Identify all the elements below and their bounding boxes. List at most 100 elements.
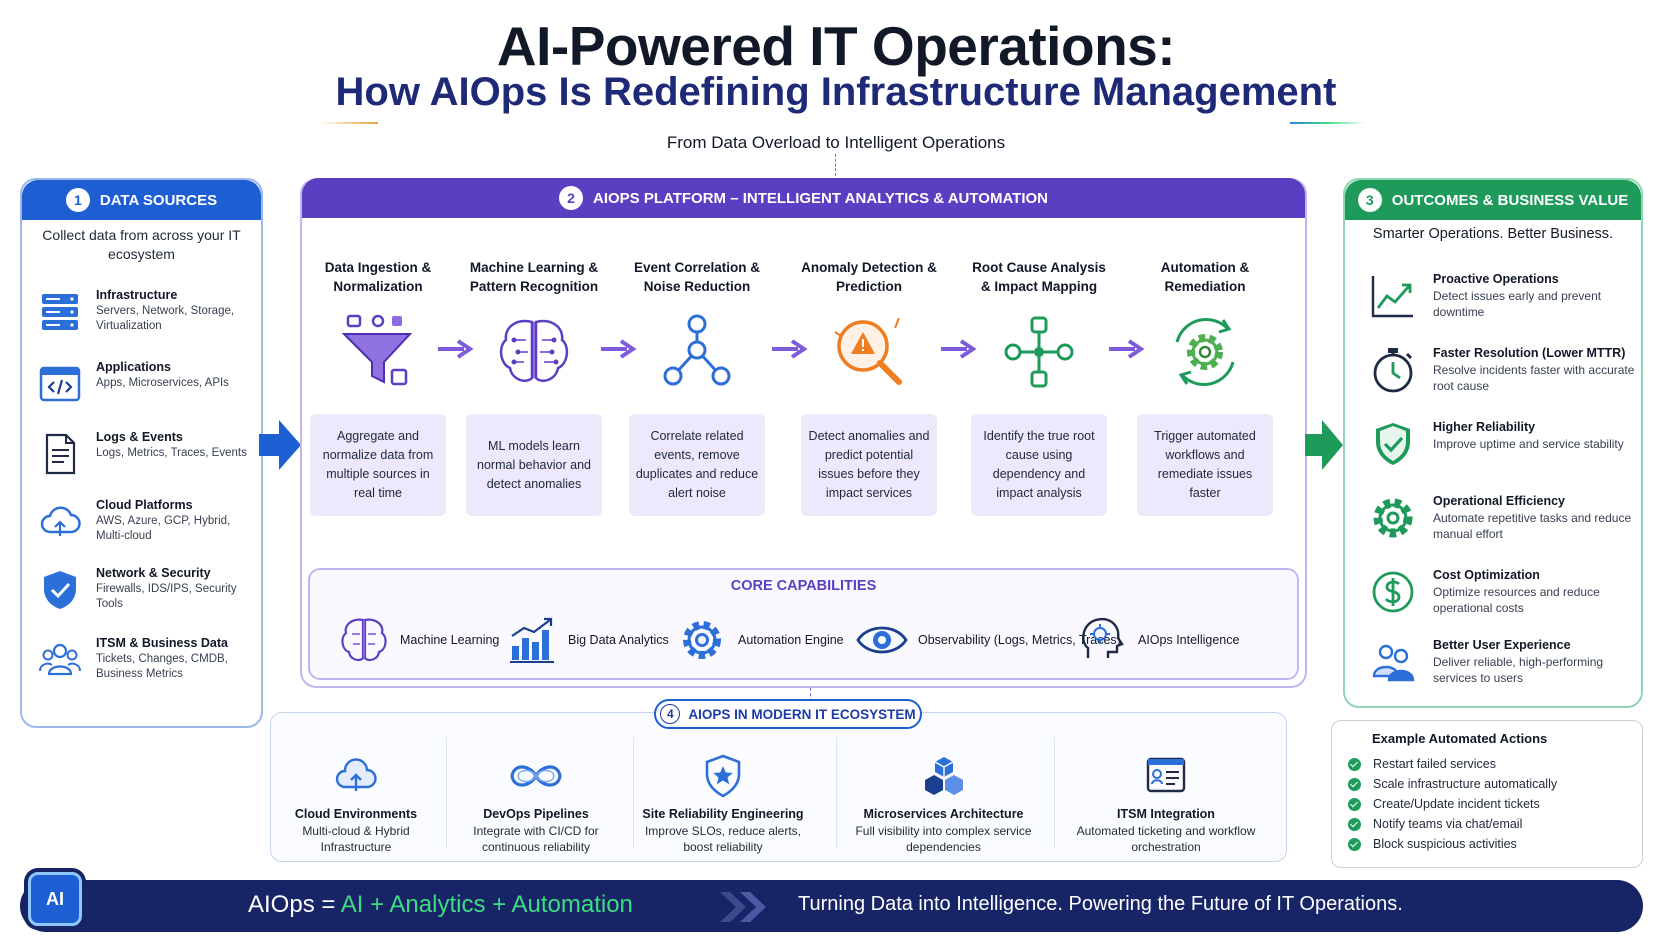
funnel-icon: [341, 314, 413, 386]
data-sources-panel: 1 DATA SOURCES Collect data from across …: [20, 178, 263, 728]
outcome-title: Cost Optimization: [1433, 568, 1540, 582]
outcome-desc: Deliver reliable, high-performing servic…: [1433, 655, 1604, 685]
stage-title: Machine Learning & Pattern Recognition: [469, 260, 599, 294]
item-title: Logs & Events: [96, 430, 183, 444]
action-label: Block suspicious activities: [1373, 837, 1517, 851]
item-desc: Servers, Network, Storage, Virtualizatio…: [96, 305, 235, 332]
dollar-icon: [1372, 571, 1414, 613]
formula-start: AIOps =: [248, 891, 336, 918]
outcome-desc: Improve uptime and service stability: [1433, 437, 1624, 451]
action-label: Notify teams via chat/email: [1373, 817, 1523, 831]
arrow-right-icon: [1109, 339, 1145, 359]
section-number: 2: [558, 186, 583, 210]
section-number: 4: [660, 704, 681, 724]
ticket-board-icon: [1146, 757, 1186, 793]
item-desc: Logs, Metrics, Traces, Events: [96, 447, 247, 459]
outcomes-panel: 3 OUTCOMES & BUSINESS VALUE Smarter Oper…: [1343, 178, 1643, 708]
ecosystem-desc: Full visibility into complex service dep…: [855, 824, 1032, 854]
stage-title: Automation & Remediation: [1160, 260, 1250, 294]
data-sources-header: 1 DATA SOURCES: [22, 180, 261, 220]
core-capabilities-title: CORE CAPABILITIES: [730, 578, 877, 594]
divider: [633, 737, 634, 849]
bar-chart-icon: [510, 617, 554, 663]
action-item: Create/Update incident tickets: [1348, 797, 1540, 811]
check-icon: [1348, 797, 1361, 811]
capability-item: AIOps Intelligence: [1076, 612, 1239, 668]
flow-arrow-icon: [1305, 420, 1343, 470]
ecosystem-item: Microservices Architecture Full visibili…: [836, 753, 1051, 855]
action-item: Restart failed services: [1348, 757, 1496, 771]
outcome-desc: Automate repetitive tasks and reduce man…: [1433, 511, 1632, 541]
pipeline-stage: Machine Learning & Pattern Recognition M…: [464, 258, 604, 516]
flow-arrow-icon: [259, 420, 301, 470]
ecosystem-item: DevOps Pipelines Integrate with CI/CD fo…: [451, 753, 621, 855]
cloud-icon: [40, 506, 81, 536]
arrow-right-icon: [941, 339, 977, 359]
item-desc: Firewalls, IDS/IPS, Security Tools: [96, 583, 237, 610]
item-desc: Tickets, Changes, CMDB, Business Metrics: [96, 653, 228, 680]
cubes-icon: [924, 757, 963, 795]
stage-description: Correlate related events, remove duplica…: [629, 414, 765, 516]
section-number: 3: [1357, 188, 1382, 212]
item-desc: AWS, Azure, GCP, Hybrid, Multi-cloud: [96, 515, 231, 542]
pipeline-stage: Root Cause Analysis & Impact Mapping Ide…: [969, 258, 1109, 516]
ecosystem-title: Microservices Architecture: [863, 807, 1024, 821]
ecosystem-title: DevOps Pipelines: [483, 807, 589, 821]
section-number: 1: [65, 188, 90, 212]
action-item: Block suspicious activities: [1348, 837, 1517, 851]
outcome-title: Operational Efficiency: [1433, 494, 1565, 508]
ecosystem-desc: Automated ticketing and workflow orchest…: [1076, 824, 1256, 854]
capability-item: Automation Engine: [676, 612, 844, 668]
data-sources-intro: Collect data from across your IT ecosyst…: [42, 227, 241, 262]
action-label: Create/Update incident tickets: [1373, 797, 1540, 811]
item-title: Network & Security: [96, 566, 211, 580]
footer-banner: [20, 880, 1643, 932]
eye-icon: [856, 626, 908, 654]
stage-title: Data Ingestion & Normalization: [324, 260, 432, 294]
arrow-right-icon: [601, 339, 637, 359]
ecosystem-item: Cloud Environments Multi-cloud & Hybrid …: [281, 753, 431, 855]
aiops-platform-panel: 2 AIOPS PLATFORM – INTELLIGENT ANALYTICS…: [300, 178, 1307, 688]
ecosystem-header: 4 AIOPS IN MODERN IT ECOSYSTEM: [654, 699, 922, 729]
item-title: Cloud Platforms: [96, 498, 193, 512]
ecosystem-title: ITSM Integration: [1117, 807, 1215, 821]
brain-circuit-icon: [499, 319, 569, 382]
ecosystem-title: Site Reliability Engineering: [642, 807, 804, 821]
stage-description: Aggregate and normalize data from multip…: [310, 414, 446, 516]
check-icon: [1348, 817, 1361, 831]
footer-slogan: Turning Data into Intelligence. Powering…: [798, 893, 1403, 915]
stage-description: Trigger automated workflows and remediat…: [1137, 414, 1273, 516]
ecosystem-desc: Multi-cloud & Hybrid Infrastructure: [302, 824, 410, 854]
item-title: ITSM & Business Data: [96, 636, 228, 650]
server-stack-icon: [42, 294, 78, 330]
core-capabilities: CORE CAPABILITIES Machine Learning Big D…: [308, 568, 1299, 680]
arrow-right-icon: [772, 339, 808, 359]
section-title: AIOPS PLATFORM – INTELLIGENT ANALYTICS &…: [592, 189, 1048, 207]
stage-title: Event Correlation & Noise Reduction: [633, 260, 761, 294]
capability-label: Machine Learning: [400, 633, 500, 647]
outcome-desc: Optimize resources and reduce operationa…: [1433, 585, 1600, 615]
divider: [1054, 737, 1055, 849]
stage-description: ML models learn normal behavior and dete…: [466, 414, 602, 516]
item-desc: Apps, Microservices, APIs: [96, 377, 229, 389]
stage-title: Anomaly Detection & Prediction: [801, 260, 937, 294]
formula-rest: AI + Analytics + Automation: [340, 891, 633, 918]
check-icon: [1348, 777, 1361, 791]
item-title: Infrastructure: [96, 288, 178, 302]
gear-icon: [683, 621, 721, 659]
capability-label: Observability (Logs, Metrics, Traces): [918, 633, 1121, 647]
title-underline-left: [318, 122, 378, 124]
pipeline-stage: Event Correlation & Noise Reduction Corr…: [627, 258, 767, 516]
example-actions-panel: Example Automated Actions Restart failed…: [1331, 720, 1643, 868]
infinity-icon: [510, 765, 562, 787]
outcome-title: Better User Experience: [1433, 638, 1571, 652]
divider: [446, 737, 447, 849]
outcome-desc: Resolve incidents faster with accurate r…: [1433, 363, 1635, 393]
